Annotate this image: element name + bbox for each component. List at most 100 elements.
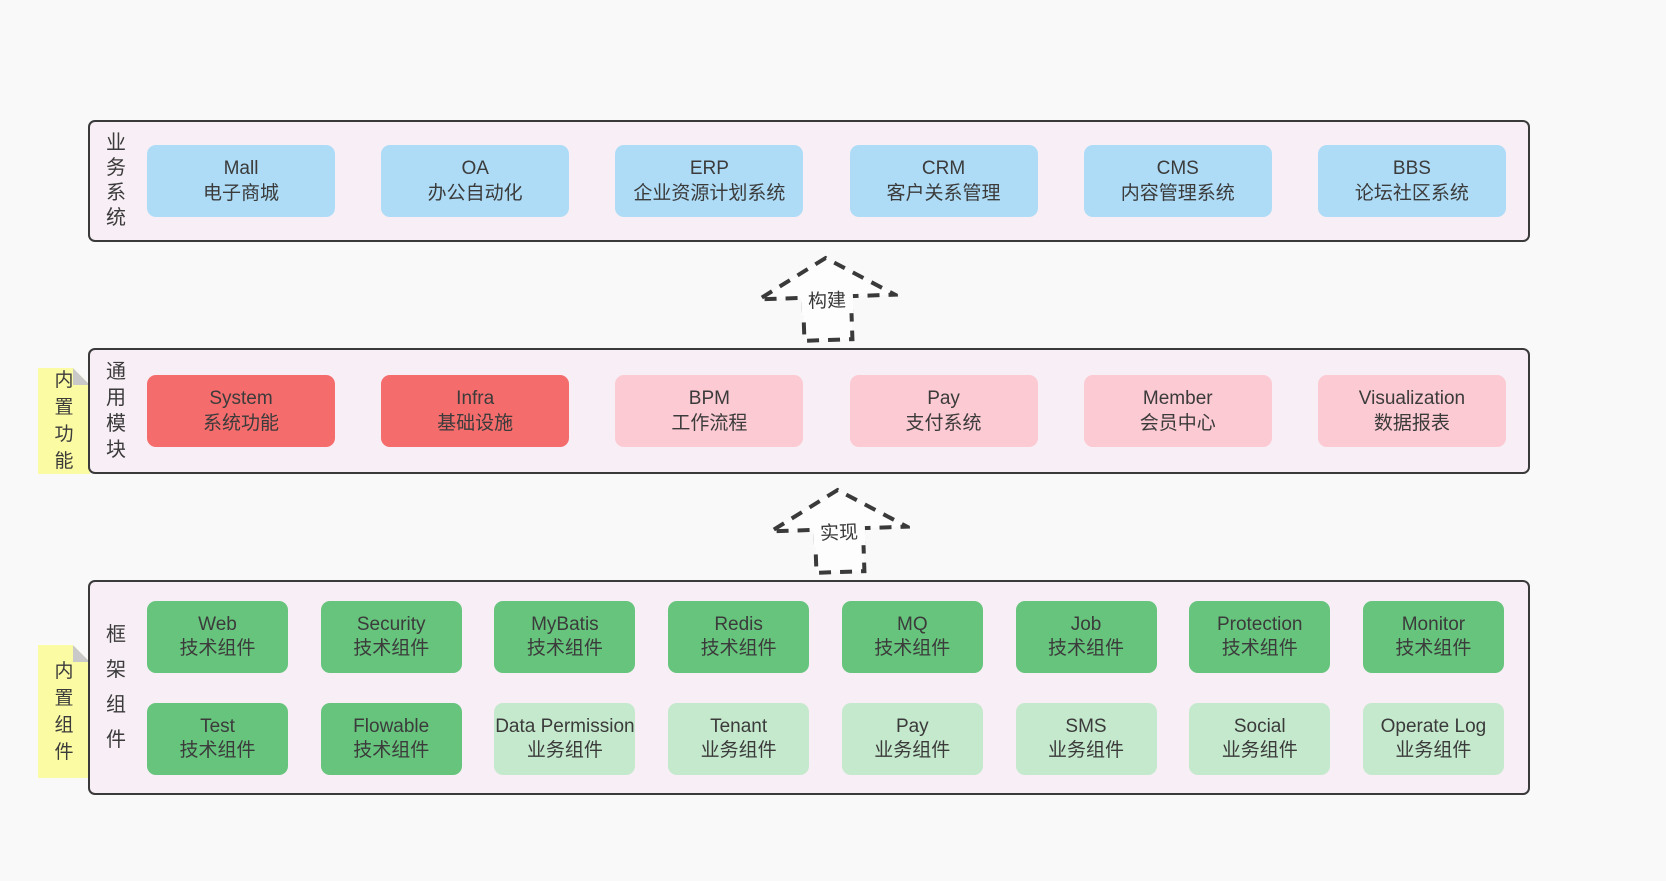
box-subtitle: 技术组件 [353,637,430,659]
box-security: Security 技术组件 [320,600,462,673]
box-grid: Web 技术组件 Security 技术组件 MyBatis 技术组件 Redi… [129,600,1528,775]
box-title: Monitor [1401,613,1466,635]
box-flowable: Flowable 技术组件 [320,702,462,775]
box-row: Test 技术组件 Flowable 技术组件 Data Permission … [147,702,1504,775]
implement-arrow-icon: 实现 [766,487,912,575]
box-mq: MQ 技术组件 [841,600,983,673]
box-data-permission: Data Permission 业务组件 [494,702,636,775]
box-tenant: Tenant 业务组件 [668,702,810,775]
box-subtitle: 电子商城 [202,183,279,204]
box-pay: Pay 支付系统 [849,375,1038,447]
box-subtitle: 企业资源计划系统 [633,183,786,204]
box-subtitle: 工作流程 [671,413,748,434]
box-subtitle: 业务组件 [1221,739,1298,761]
box-web: Web 技术组件 [147,600,288,673]
box-title: Protection [1216,613,1303,635]
box-cms: CMS 内容管理系统 [1083,145,1272,217]
sticky-note-label: 内置功能 [54,370,74,472]
box-row: Web 技术组件 Security 技术组件 MyBatis 技术组件 Redi… [147,600,1504,673]
box-title: Job [1070,613,1102,635]
box-crm: CRM 客户关系管理 [849,145,1038,217]
box-subtitle: 论坛社区系统 [1354,183,1469,204]
box-subtitle: 系统功能 [202,413,279,434]
box-system: System 系统功能 [147,375,335,447]
box-title: Data Permission [495,715,635,737]
box-title: Security [356,613,426,635]
box-title: MQ [897,613,928,635]
box-subtitle: 技术组件 [1048,637,1125,659]
section-label: 通用模块 [106,361,126,461]
box-subtitle: 技术组件 [526,637,603,659]
box-subtitle: 办公自动化 [427,183,523,204]
box-test: Test 技术组件 [147,702,288,775]
box-subtitle: 技术组件 [179,637,256,659]
box-pay-business: Pay 业务组件 [841,702,983,775]
box-job: Job 技术组件 [1015,600,1157,673]
box-title: CMS [1156,158,1199,179]
section-business-systems: 业务系统 Mall 电子商城 OA 办公自动化 ERP 企业资源计划系统 CRM… [88,120,1530,242]
build-arrow-icon: 构建 [754,255,900,343]
box-title: Web [198,613,237,635]
box-subtitle: 基础设施 [437,413,514,434]
box-subtitle: 业务组件 [526,739,603,761]
arrow-label: 实现 [820,521,859,544]
box-oa: OA 办公自动化 [381,145,570,217]
box-title: Tenant [710,715,768,737]
box-title: Visualization [1358,388,1466,409]
box-protection: Protection 技术组件 [1189,600,1331,673]
box-title: BBS [1392,158,1431,179]
box-member: Member 会员中心 [1083,375,1272,447]
box-bpm: BPM 工作流程 [615,375,804,447]
box-title: SMS [1065,715,1107,737]
box-bbs: BBS 论坛社区系统 [1317,145,1506,217]
box-row: System 系统功能 Infra 基础设施 BPM 工作流程 Pay 支付系统… [129,375,1528,447]
sticky-note-label: 内置组件 [54,660,74,763]
box-mybatis: MyBatis 技术组件 [494,600,636,673]
box-title: Operate Log [1380,715,1487,737]
box-subtitle: 技术组件 [1395,637,1472,659]
box-erp: ERP 企业资源计划系统 [615,145,804,217]
section-framework-components: 框架组件 Web 技术组件 Security 技术组件 MyBatis 技术组件… [88,580,1530,795]
box-subtitle: 客户关系管理 [886,183,1001,204]
box-title: Social [1233,715,1286,737]
box-monitor: Monitor 技术组件 [1362,600,1504,673]
box-row: Mall 电子商城 OA 办公自动化 ERP 企业资源计划系统 CRM 客户关系… [129,145,1528,217]
arrow-label: 构建 [808,289,847,312]
sticky-note-built-in-features: 内置功能 [38,368,90,474]
box-title: Test [200,715,235,737]
box-title: CRM [921,158,966,179]
box-mall: Mall 电子商城 [147,145,335,217]
box-subtitle: 业务组件 [1395,739,1472,761]
section-common-modules: 通用模块 System 系统功能 Infra 基础设施 BPM 工作流程 Pay… [88,348,1530,474]
section-label: 业务系统 [106,132,126,229]
box-title: ERP [689,158,729,179]
box-subtitle: 技术组件 [179,739,256,761]
box-title: Redis [714,613,763,635]
box-infra: Infra 基础设施 [381,375,570,447]
box-subtitle: 内容管理系统 [1120,183,1235,204]
box-visualization: Visualization 数据报表 [1317,375,1506,447]
box-social: Social 业务组件 [1189,702,1331,775]
box-subtitle: 业务组件 [1048,739,1125,761]
box-title: OA [461,158,489,179]
box-subtitle: 技术组件 [1221,637,1298,659]
box-subtitle: 业务组件 [874,739,951,761]
box-sms: SMS 业务组件 [1015,702,1157,775]
sticky-note-built-in-components: 内置组件 [38,645,90,778]
box-redis: Redis 技术组件 [668,600,810,673]
box-title: Infra [456,388,495,409]
box-title: MyBatis [531,613,599,635]
box-subtitle: 支付系统 [905,413,982,434]
box-subtitle: 数据报表 [1373,413,1450,434]
box-subtitle: 业务组件 [700,739,777,761]
box-title: Mall [223,158,259,179]
box-title: Pay [895,715,929,737]
box-title: BPM [688,388,730,409]
box-subtitle: 技术组件 [353,739,430,761]
box-title: Flowable [353,715,430,737]
box-subtitle: 技术组件 [874,637,951,659]
box-title: System [209,388,273,409]
box-title: Pay [927,388,960,409]
box-title: Member [1142,388,1213,409]
